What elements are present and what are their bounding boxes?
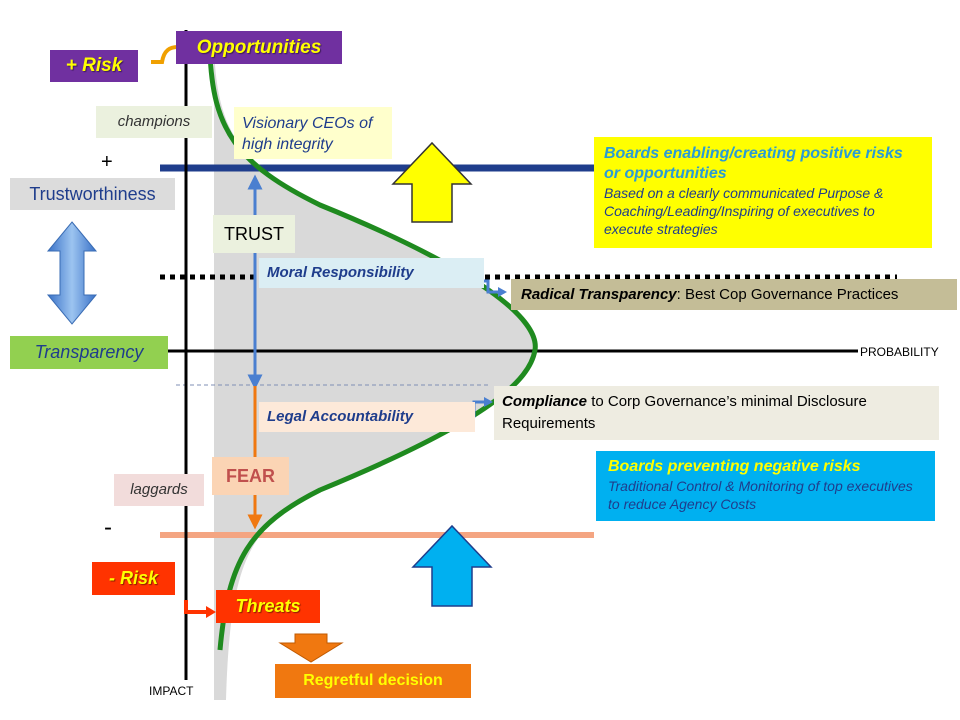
cyan-up-arrow: [411, 524, 493, 607]
plus-sign: +: [101, 151, 113, 173]
regretful-decision-label: Regretful decision: [275, 664, 471, 698]
boards-enabling-box: Boards enabling/creating positive risks …: [594, 137, 932, 248]
opportunities-label: Opportunities: [176, 31, 342, 64]
transparency-label: Transparency: [10, 336, 168, 369]
compliance-rest: to Corp Governance’s minimal Disclosure …: [502, 393, 867, 432]
distribution-curve: [207, 49, 538, 651]
boards-preventing-body: Traditional Control & Monitoring of top …: [608, 478, 913, 512]
threats-label: Threats: [216, 590, 320, 623]
minus-sign: -: [104, 514, 112, 541]
boards-enabling-title: Boards enabling/creating positive risks …: [604, 145, 903, 182]
threats-connector: [184, 600, 208, 614]
threats-connector-head: [206, 606, 216, 618]
champions-label: champions: [96, 106, 212, 138]
compliance-bold: Compliance: [502, 393, 588, 410]
minus-risk-label: - Risk: [92, 562, 175, 595]
legal-connector-head: [484, 397, 493, 407]
visionary-ceos-label: Visionary CEOs of high integrity: [234, 107, 392, 159]
gray-band: [214, 40, 536, 700]
impact-axis-label: IMPACT: [149, 684, 194, 698]
orange-down-arrow: [278, 633, 344, 663]
radical-transparency-bold: Radical Transparency: [521, 286, 677, 303]
probability-axis-label: PROBABILITY: [860, 345, 939, 359]
laggards-label: laggards: [114, 474, 204, 506]
trustworthiness-label: Trustworthiness: [10, 178, 175, 210]
yellow-up-arrow: [391, 141, 473, 223]
plus-risk-label: + Risk: [50, 50, 138, 82]
radical-transparency-box: Radical Transparency: Best Cop Governanc…: [511, 279, 957, 310]
double-arrow: [46, 221, 98, 325]
compliance-box: Compliance to Corp Governance’s minimal …: [494, 386, 939, 440]
boards-enabling-body: Based on a clearly communicated Purpose …: [604, 185, 884, 237]
trust-label: TRUST: [213, 215, 295, 253]
opportunities-connector: [151, 45, 179, 64]
boards-preventing-box: Boards preventing negative risks Traditi…: [596, 451, 935, 521]
fear-label: FEAR: [212, 457, 289, 495]
radical-transparency-rest: : Best Cop Governance Practices: [676, 286, 899, 303]
moral-connector-head: [498, 287, 507, 297]
moral-responsibility-label: Moral Responsibility: [259, 258, 484, 288]
legal-accountability-label: Legal Accountability: [259, 402, 475, 432]
boards-preventing-title: Boards preventing negative risks: [608, 458, 861, 475]
